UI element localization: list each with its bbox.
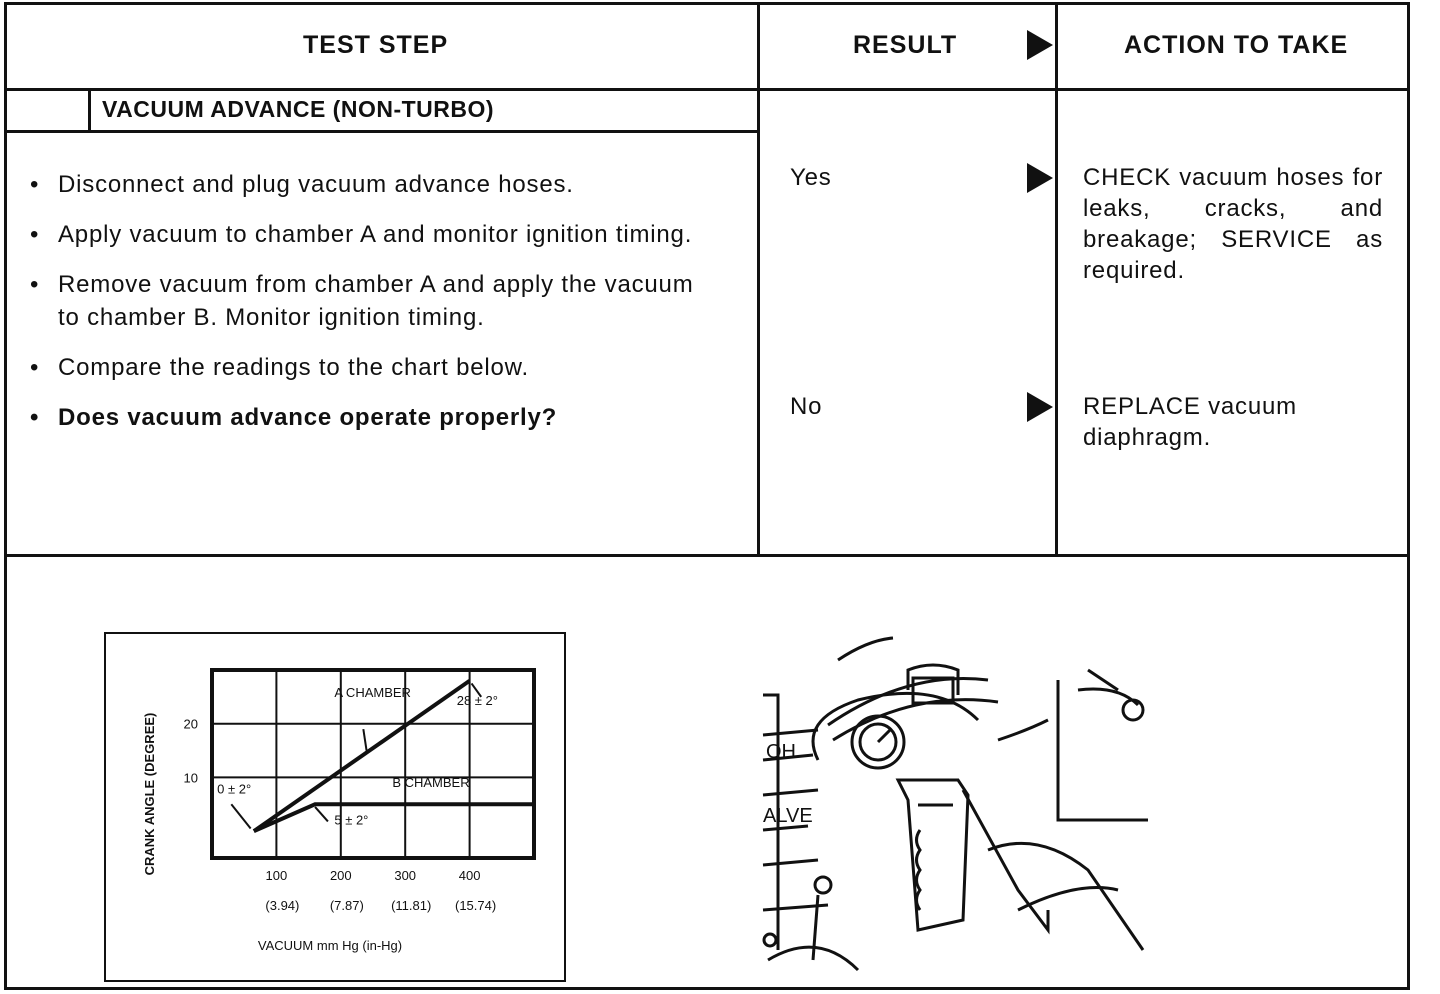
test-step-item: Disconnect and plug vacuum advance hoses… (30, 168, 720, 201)
series-label-a-chamber: A CHAMBER (334, 685, 411, 700)
x-axis-label: VACUUM mm Hg (in-Hg) (258, 938, 402, 953)
engine-label-fragment: ALVE (763, 805, 813, 827)
troubleshooting-table (4, 2, 1410, 990)
x-tick-label-secondary: (15.74) (455, 898, 496, 913)
series-line-a-chamber (252, 679, 471, 833)
step-title-tab-divider (88, 88, 91, 132)
y-axis-label: CRANK ANGLE (DEGREE) (142, 713, 157, 876)
test-step-item: Compare the readings to the chart below. (30, 351, 720, 384)
x-tick-label-secondary: (11.81) (391, 898, 431, 913)
header-divider (4, 88, 1410, 91)
plot-frame (210, 668, 536, 860)
header-arrow-icon (1027, 30, 1053, 60)
header-result: RESULT (853, 31, 958, 59)
annotation-label: 28 ± 2° (457, 693, 498, 708)
vacuum-gauge-icon (850, 714, 906, 770)
result-yes: Yes (790, 164, 832, 191)
x-tick-label: 200 (330, 868, 352, 883)
series-label-b-chamber: B CHAMBER (392, 775, 469, 790)
x-tick-label-secondary: (3.94) (265, 898, 299, 913)
vacuum-advance-chart: 100 200 300 400 (3.94) (7.87) (11.81) (15.74) 20… (104, 632, 566, 982)
test-step-item: Remove vacuum from chamber A and apply t… (30, 268, 720, 334)
annotation-label: 5 ± 2° (334, 813, 368, 828)
test-step-list: Disconnect and plug vacuum advance hoses… (30, 168, 720, 451)
terminal-icon (1121, 698, 1145, 722)
figure-divider (4, 554, 1410, 557)
x-tick-label-secondary: (7.87) (330, 898, 364, 913)
column-divider-2 (1055, 2, 1058, 557)
result-no-arrow-icon (1027, 392, 1053, 422)
x-tick-label: 400 (459, 868, 481, 883)
step-title: VACUUM ADVANCE (NON-TURBO) (102, 96, 495, 122)
leader-line (362, 728, 368, 751)
leader-line (470, 682, 483, 698)
test-step-question: Does vacuum advance operate properly? (30, 401, 720, 434)
y-tick-label: 10 (184, 770, 198, 785)
leader-line (314, 806, 329, 823)
column-divider-1 (757, 2, 760, 557)
result-no: No (790, 393, 823, 420)
hose-line (832, 698, 999, 742)
result-yes-arrow-icon (1027, 163, 1053, 193)
action-yes: CHECK vacuum hoses for leaks, cracks, an… (1083, 164, 1383, 284)
x-tick-label: 300 (394, 868, 416, 883)
leader-line (230, 803, 252, 830)
vacuum-pump-illustration: OH ALVE (762, 636, 1148, 972)
chart-svg: 100 200 300 400 (3.94) (7.87) (11.81) (15.74) 20… (142, 668, 536, 953)
step-title-divider (4, 130, 759, 133)
pump-lever (961, 789, 1050, 935)
x-tick-label: 100 (266, 868, 288, 883)
header-action: ACTION TO TAKE (1124, 31, 1349, 59)
vacuum-pump-body (895, 778, 970, 932)
series-line-b-chamber (253, 802, 534, 833)
annotation-label: 0 ± 2° (217, 782, 251, 797)
engine-label-fragment: OH (766, 741, 796, 763)
header-test-step: TEST STEP (303, 31, 449, 59)
action-no: REPLACE vacuum diaphragm. (1083, 393, 1297, 451)
test-step-item: Apply vacuum to chamber A and monitor ig… (30, 218, 720, 251)
y-tick-label: 20 (184, 717, 198, 732)
